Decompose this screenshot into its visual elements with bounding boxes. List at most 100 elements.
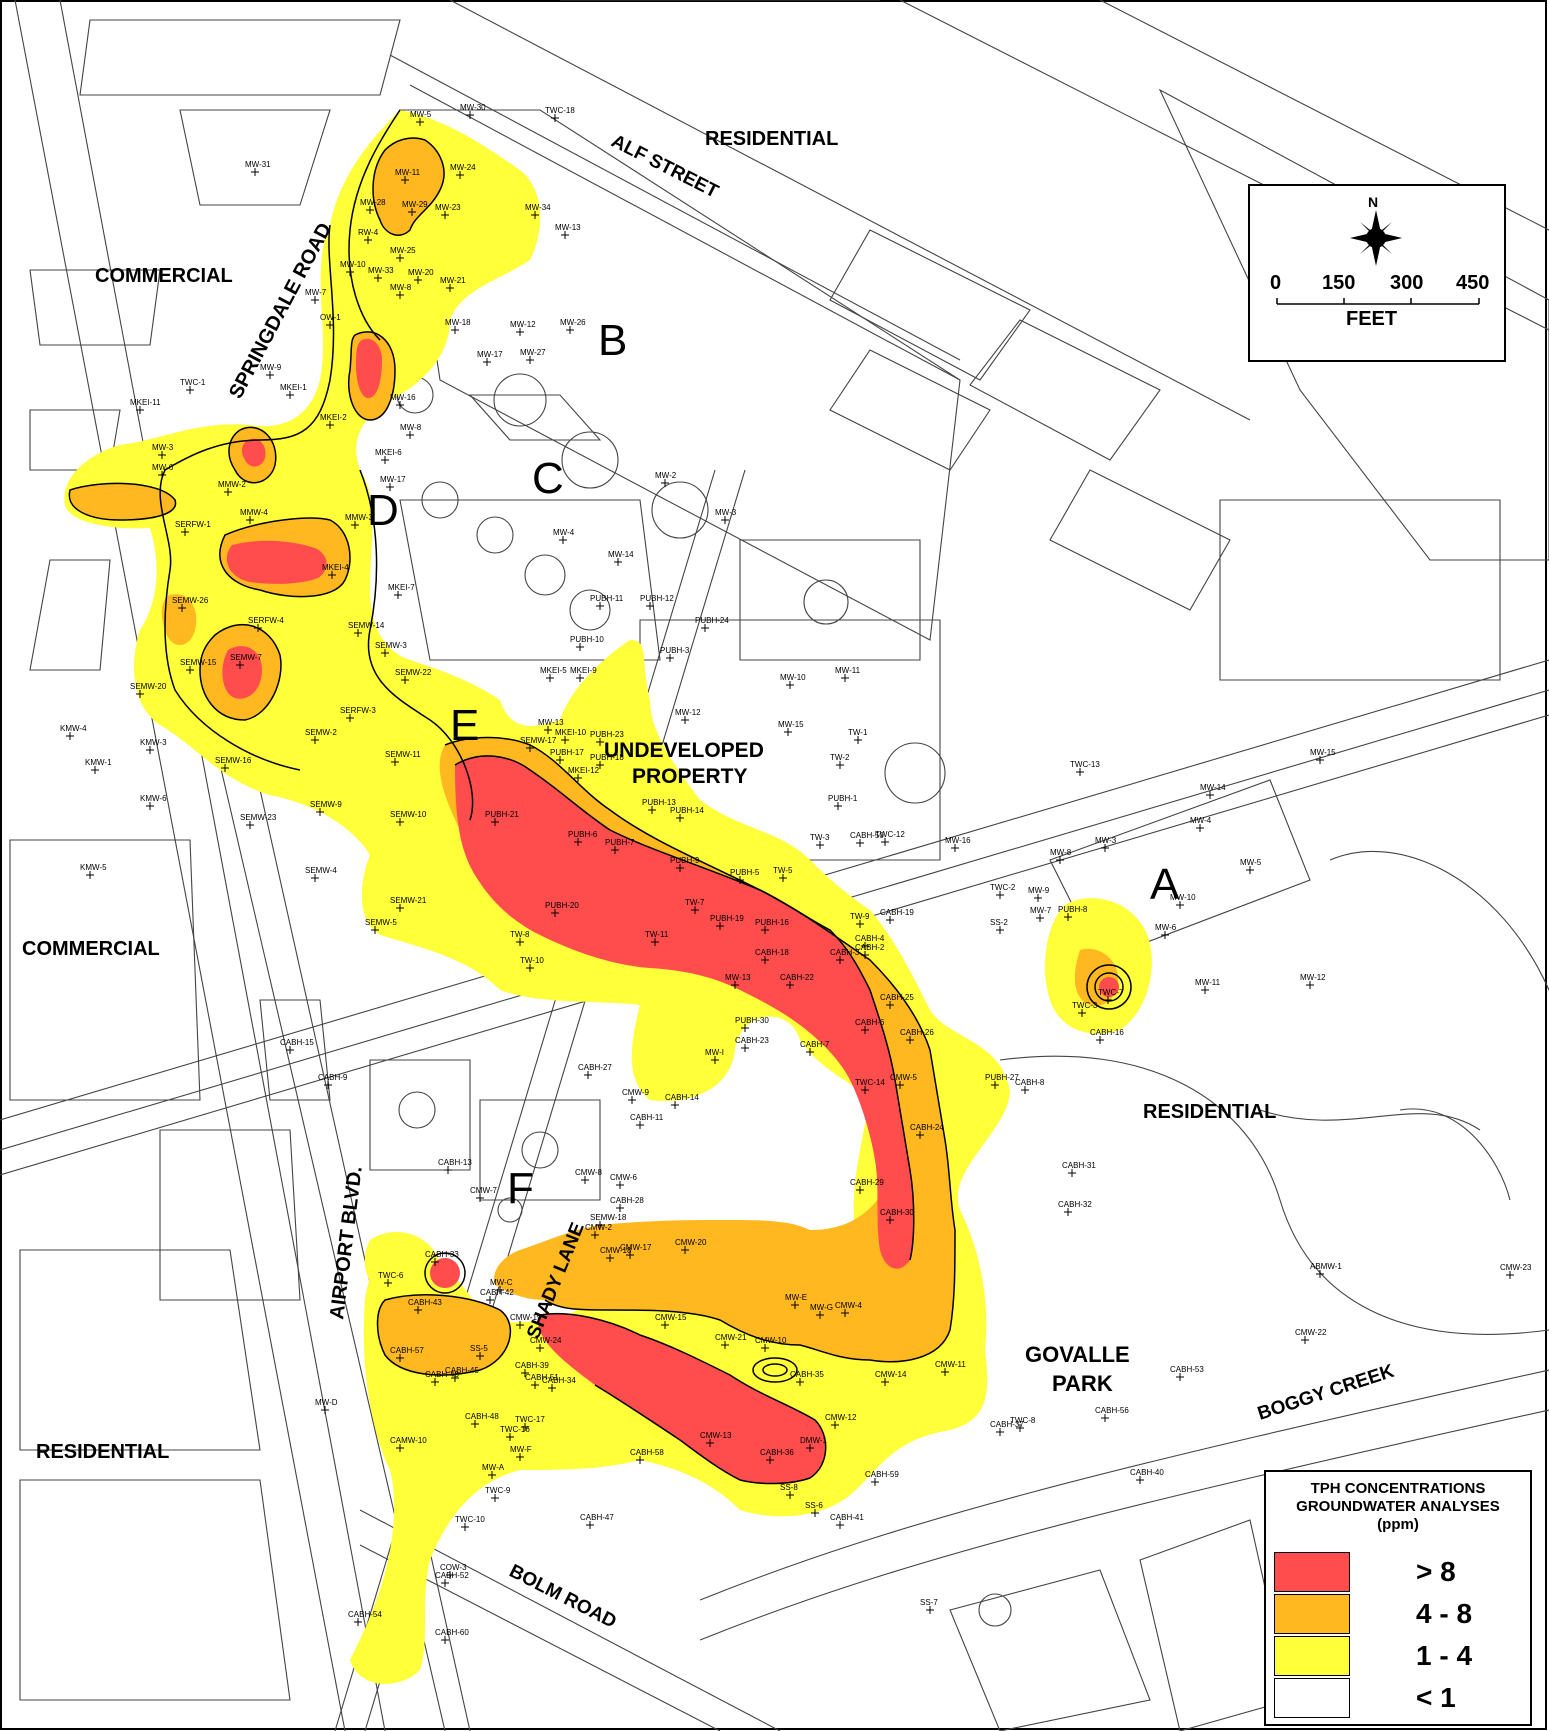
well-label: CABH-16: [1090, 1028, 1124, 1037]
well-label: SS-8: [780, 1483, 798, 1492]
well-marker-icon: [386, 483, 394, 491]
well-marker-icon: [716, 922, 724, 930]
well-marker-icon: [861, 1026, 869, 1034]
label-govalle: GOVALLE: [1025, 1342, 1130, 1367]
well-label: TW-3: [810, 833, 830, 842]
well-marker-icon: [396, 818, 404, 826]
well-marker-icon: [1021, 1086, 1029, 1094]
well-marker-icon: [66, 732, 74, 740]
well-label: PUBH-21: [485, 810, 519, 819]
well-label: MW-2: [655, 471, 677, 480]
well-label: MW-4: [553, 528, 575, 537]
well-marker-icon: [181, 528, 189, 536]
well-marker-icon: [396, 401, 404, 409]
well-marker-icon: [616, 1204, 624, 1212]
well-marker-icon: [786, 681, 794, 689]
well-label: CABH-33: [425, 1250, 459, 1259]
well-label: CMW-9: [622, 1088, 650, 1097]
well-marker-icon: [648, 806, 656, 814]
well-label: PUBH-11: [590, 594, 624, 603]
well-label: CABH-42: [480, 1288, 514, 1297]
well-label: CABH-30: [880, 1208, 914, 1217]
well-label: SERFW-1: [175, 520, 211, 529]
legend-swatch-gt8: [1274, 1552, 1350, 1592]
well-marker-icon: [559, 536, 567, 544]
well-marker-icon: [186, 666, 194, 674]
well-marker-icon: [691, 906, 699, 914]
well-label: MW-25: [390, 246, 416, 255]
well-label: TWC-13: [1070, 760, 1100, 769]
well-marker-icon: [441, 1579, 449, 1587]
well-marker-icon: [1206, 791, 1214, 799]
well-marker-icon: [546, 674, 554, 682]
well-marker-icon: [1078, 1009, 1086, 1017]
contour-lines: [68, 109, 1132, 1485]
well-marker-icon: [786, 981, 794, 989]
well-label: PUBH-5: [730, 868, 760, 877]
well-marker-icon: [856, 839, 864, 847]
well-label: MW-3: [715, 508, 737, 517]
well-label: MW-17: [477, 350, 503, 359]
well-label: MW-26: [560, 318, 586, 327]
well-label: SEMW-26: [172, 596, 209, 605]
well-marker-icon: [396, 1354, 404, 1362]
legend-swatch-lt1: [1274, 1678, 1350, 1718]
well-label: MW-8: [390, 283, 412, 292]
well-label: SS-7: [920, 1598, 938, 1607]
well-marker-icon: [566, 326, 574, 334]
well-label: CABH-24: [910, 1123, 944, 1132]
well-marker-icon: [146, 802, 154, 810]
well-label: MW-10: [780, 673, 806, 682]
well-label: MW-13: [538, 718, 564, 727]
well-marker-icon: [916, 1131, 924, 1139]
well-label: MW-3: [152, 443, 174, 452]
well-label: TWC-1: [180, 378, 206, 387]
well-marker-icon: [516, 1321, 524, 1329]
well-marker-icon: [861, 942, 869, 950]
well-label: CABH-34: [542, 1376, 576, 1385]
well-marker-icon: [496, 1286, 504, 1294]
well-marker-icon: [636, 1456, 644, 1464]
well-marker-icon: [394, 591, 402, 599]
well-label: CMW-6: [610, 1173, 638, 1182]
label-residential-right: RESIDENTIAL: [1143, 1101, 1276, 1123]
well-marker-icon: [881, 838, 889, 846]
well-label: MMW-4: [240, 508, 268, 517]
well-label: SEMW-4: [305, 866, 337, 875]
area-letter-e: E: [450, 701, 479, 750]
well-marker-icon: [1506, 1271, 1514, 1279]
well-marker-icon: [326, 321, 334, 329]
well-marker-icon: [856, 1186, 864, 1194]
well-marker-icon: [491, 1494, 499, 1502]
well-label: SEMW-3: [375, 641, 407, 650]
well-label: KMW-6: [140, 794, 167, 803]
well-label: MKEI-12: [568, 766, 600, 775]
well-marker-icon: [516, 1453, 524, 1461]
well-marker-icon: [456, 171, 464, 179]
well-label: CABH-23: [735, 1036, 769, 1045]
well-marker-icon: [1101, 1414, 1109, 1422]
well-label: PUBH-3: [660, 646, 690, 655]
well-label: DMW-1: [800, 1436, 828, 1445]
label-park: PARK: [1052, 1371, 1113, 1396]
well-marker-icon: [806, 1444, 814, 1452]
well-marker-icon: [676, 814, 684, 822]
well-label: PUBH-9: [670, 856, 700, 865]
plume-gt8: [222, 338, 1119, 1484]
legend-swatch-4-8: [1274, 1594, 1350, 1634]
well-marker-icon: [628, 1096, 636, 1104]
well-marker-icon: [486, 1296, 494, 1304]
well-marker-icon: [371, 926, 379, 934]
well-label: CABH-26: [900, 1028, 934, 1037]
well-label: CABH-18: [755, 948, 789, 957]
well-label: MW-18: [445, 318, 471, 327]
well-label: MW-3: [1095, 836, 1117, 845]
well-label: TWC-2: [990, 883, 1016, 892]
well-marker-icon: [236, 661, 244, 669]
well-marker-icon: [506, 1433, 514, 1441]
well-label: PUBH-8: [1058, 905, 1088, 914]
well-label: TWC-7: [1098, 988, 1124, 997]
well-label: PUBH-18: [590, 753, 624, 762]
well-label: MW-9: [1028, 886, 1050, 895]
well-marker-icon: [251, 168, 259, 176]
